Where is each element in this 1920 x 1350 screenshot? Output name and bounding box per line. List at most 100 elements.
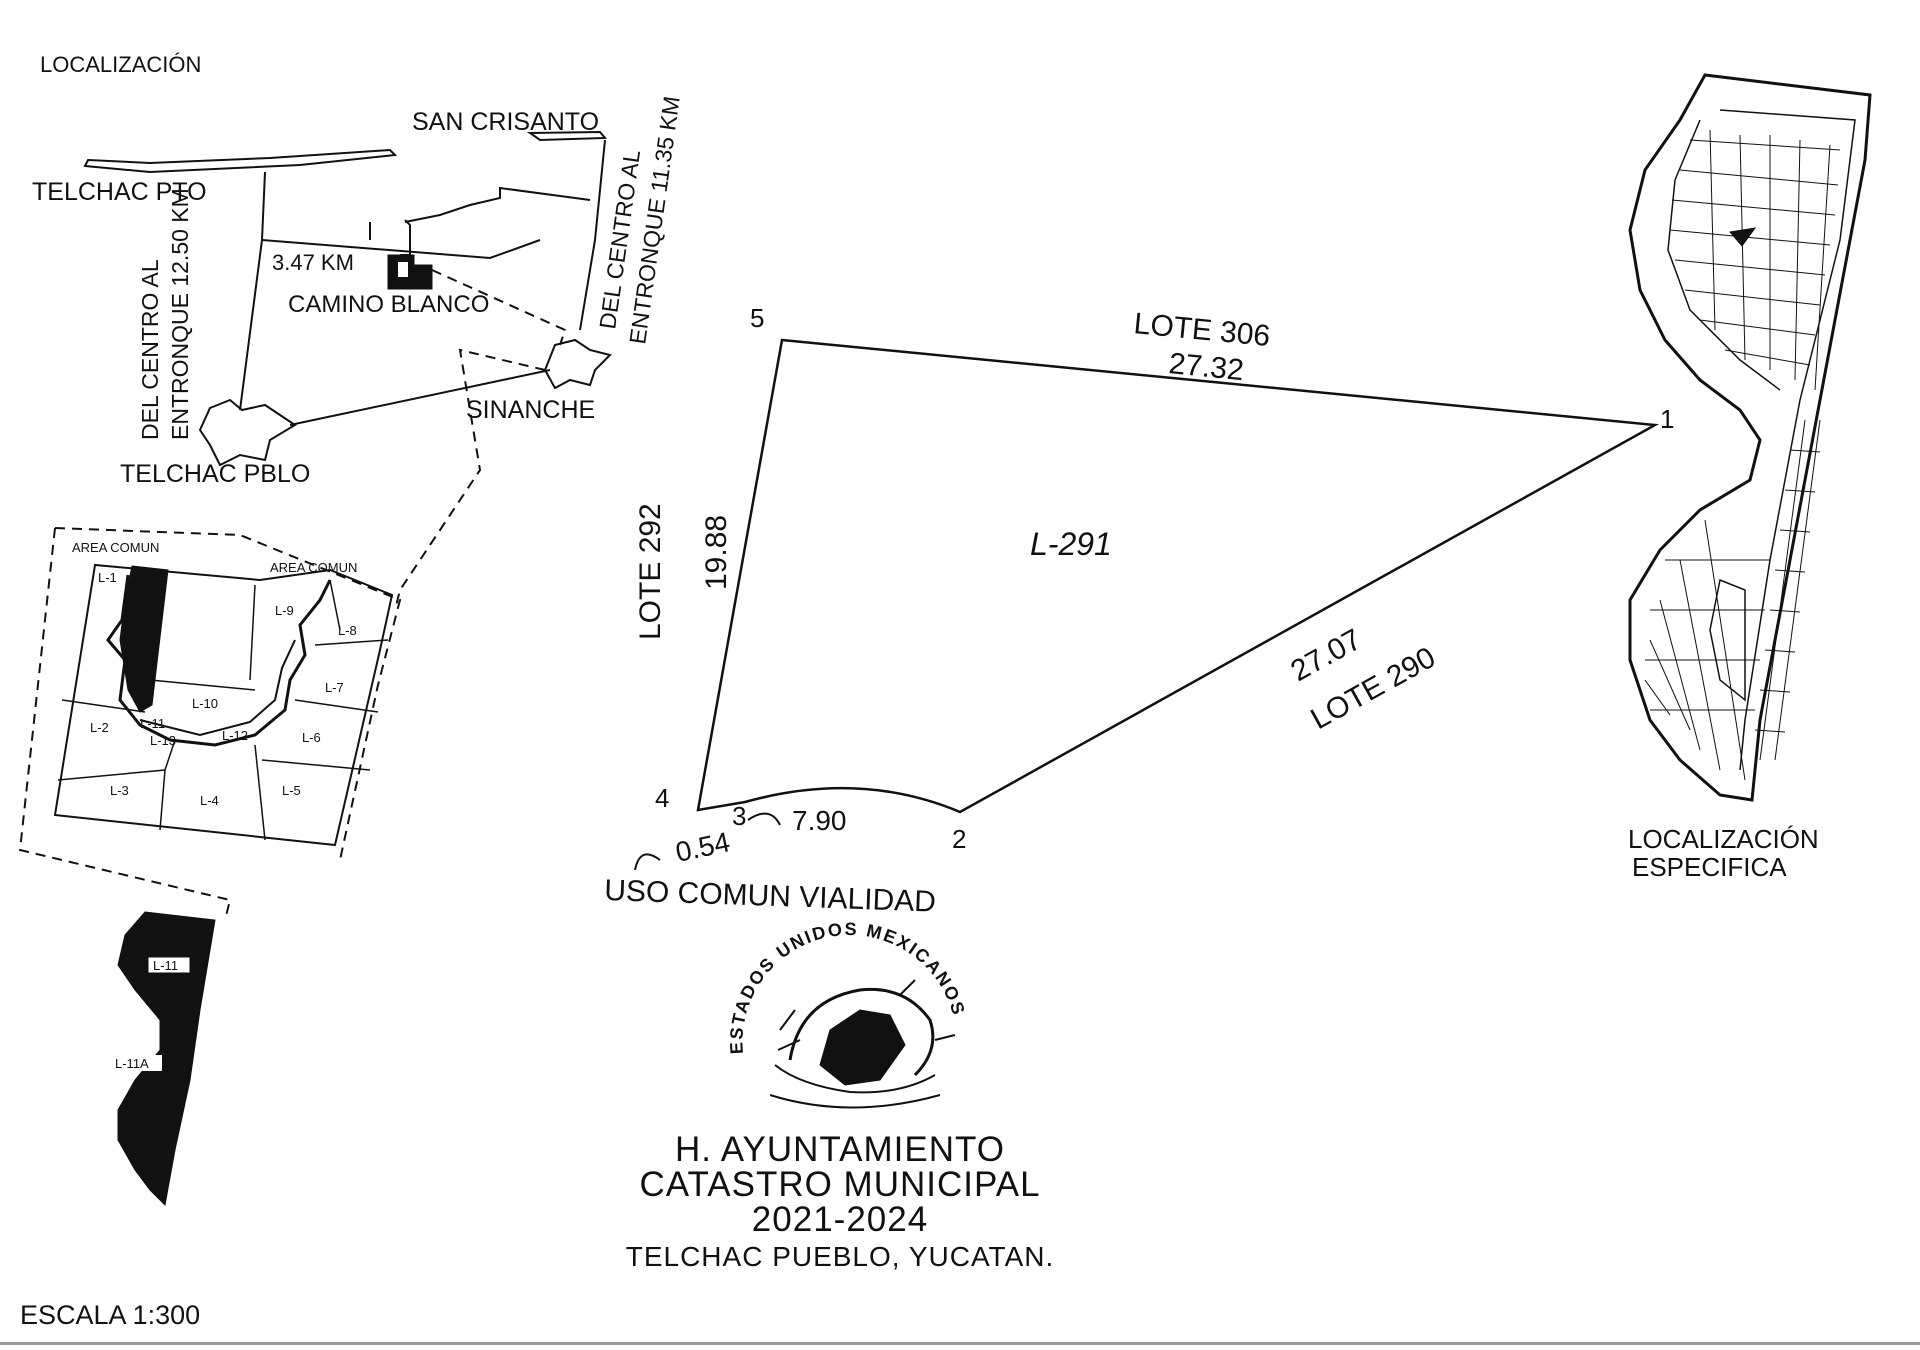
scale-label: ESCALA 1:300	[20, 1300, 201, 1330]
label-lot-l5: L-5	[282, 783, 301, 798]
label-lot-l4: L-4	[200, 793, 219, 808]
subject-lot-marker	[1729, 227, 1757, 247]
locator-title: LOCALIZACIÓN	[40, 52, 201, 77]
block-cols-north	[1709, 129, 1831, 391]
label-south-length-1: 7.90	[792, 805, 847, 836]
label-specific-1: LOCALIZACIÓN	[1628, 824, 1819, 854]
lot-divider-9	[329, 579, 341, 631]
label-detail-lot-1: L-11	[153, 958, 178, 973]
arc-3	[747, 812, 781, 826]
label-lot-l10: L-10	[192, 696, 218, 711]
label-lot-l8: L-8	[338, 623, 357, 638]
block-cols-south	[1645, 559, 1770, 711]
lot-l291: 1 2 3 4 5 LOTE 306 27.32 LOTE 292 19.88 …	[604, 303, 1675, 919]
seal-line-4: TELCHAC PUEBLO, YUCATAN.	[625, 1241, 1055, 1272]
label-lot-l1: L-1	[98, 570, 117, 585]
eagle-branch	[774, 1064, 936, 1094]
subdivision-road-inner	[139, 639, 296, 737]
subdivision-road	[106, 574, 332, 747]
label-camino-blanco: CAMINO BLANCO	[288, 291, 489, 318]
label-road-left-1: DEL CENTRO AL	[137, 259, 163, 440]
inset-outline-top	[54, 527, 402, 861]
long-road-ticks	[1754, 449, 1821, 733]
lot-divider-8	[314, 639, 389, 646]
specific-location-map: LOCALIZACIÓN ESPECIFICA	[1628, 73, 1872, 882]
vertex-5: 5	[750, 303, 764, 333]
label-telchac-pto: TELCHAC PTO	[32, 178, 207, 206]
vertex-4: 4	[655, 783, 669, 813]
green-area	[1709, 578, 1746, 702]
label-lot-l3: L-3	[110, 783, 129, 798]
coastline	[83, 148, 398, 174]
label-south-use: USO COMUN VIALIDAD	[604, 874, 937, 919]
label-sinanche: SINANCHE	[466, 396, 595, 424]
arc-0-54	[634, 853, 661, 871]
lot-divider-6	[261, 759, 371, 771]
national-seal: ESTADOS UNIDOS MEXICANOS	[726, 919, 967, 1109]
seal-line-2: CATASTRO MUNICIPAL	[639, 1165, 1041, 1204]
camino-blanco-notch	[398, 262, 408, 277]
label-lot-l6: L-6	[302, 730, 321, 745]
label-telchac-pblo: TELCHAC PBLO	[120, 460, 310, 488]
subdivision-boundary	[53, 563, 394, 847]
seal-line-1: H. AYUNTAMIENTO	[674, 1130, 1006, 1169]
label-area-comun-1: AREA COMUN	[72, 540, 159, 555]
lot-id: L-291	[1030, 526, 1112, 562]
detail-black-lot	[117, 911, 216, 1207]
detail-lot-tag-1	[147, 956, 191, 974]
label-north-neighbor: LOTE 306	[1132, 307, 1271, 353]
seal-leaves	[777, 979, 956, 1051]
seal-caption: H. AYUNTAMIENTO CATASTRO MUNICIPAL 2021-…	[560, 1132, 1120, 1271]
vertex-1: 1	[1660, 404, 1674, 434]
detail-strip: L-11 L-11A	[112, 911, 216, 1207]
road-telchac-sinanche	[289, 369, 551, 426]
label-specific-2: ESPECIFICA	[1632, 852, 1787, 882]
label-area-comun-2: AREA COMUN	[270, 560, 357, 575]
block-rows-south	[1644, 519, 1746, 781]
long-road-lots	[1759, 419, 1821, 761]
label-distance: 3.47 KM	[272, 250, 354, 275]
development-outline	[1628, 73, 1872, 802]
sinanche-shape	[543, 338, 612, 390]
road-east	[404, 186, 591, 223]
road-telchac-pto	[239, 171, 266, 411]
label-lot-l13: L-13	[150, 733, 176, 748]
road-san-crisanto	[579, 139, 606, 331]
label-southeast-length: 27.07	[1285, 623, 1367, 688]
label-road-left-2: ENTRONQUE 12.50 KM	[167, 188, 193, 440]
lot-divider-1	[61, 699, 146, 713]
road-camino-blanco	[261, 239, 541, 260]
vertex-3: 3	[732, 801, 746, 831]
eagle-wing	[788, 987, 935, 1077]
lot-divider-7	[294, 699, 379, 713]
detail-lot-tag-2	[112, 1055, 162, 1071]
lot-divider-2	[149, 679, 256, 691]
leader-line-2	[394, 348, 546, 611]
lot-divider-10	[249, 584, 256, 681]
inset-outline-bottom	[18, 527, 232, 921]
seal-line-3: 2021-2024	[751, 1200, 929, 1239]
leader-line-1	[431, 269, 567, 346]
label-detail-lot-2: L-11A	[115, 1056, 149, 1071]
label-west-length: 19.88	[700, 515, 733, 590]
label-north-length: 27.32	[1167, 347, 1245, 387]
access-road	[400, 219, 411, 256]
block-rows-north	[1669, 139, 1841, 366]
development-inner-road-2	[1667, 119, 1781, 391]
label-lot-l2: L-2	[90, 720, 109, 735]
label-lot-l11: L-11	[140, 716, 165, 731]
seal-base	[769, 1094, 941, 1109]
lot-divider-5	[254, 744, 266, 841]
locator-map: LOCALIZACIÓN TELCHAC PTO SAN CRISANTO 3.…	[32, 52, 685, 611]
coastline-east	[526, 130, 608, 142]
label-lot-l9: L-9	[275, 603, 294, 618]
bottom-rule	[0, 1342, 1920, 1345]
label-west-neighbor: LOTE 292	[634, 503, 667, 640]
label-lot-l12: L-12	[222, 728, 248, 743]
lot-divider-4	[159, 769, 166, 831]
development-inner-road	[1719, 109, 1856, 771]
label-south-length-2: 0.54	[673, 826, 733, 868]
eagle-body	[819, 1009, 906, 1086]
subdivision-inset: AREA COMUN AREA COMUN L-1 L-2 L-3 L-4 L-…	[18, 527, 402, 921]
